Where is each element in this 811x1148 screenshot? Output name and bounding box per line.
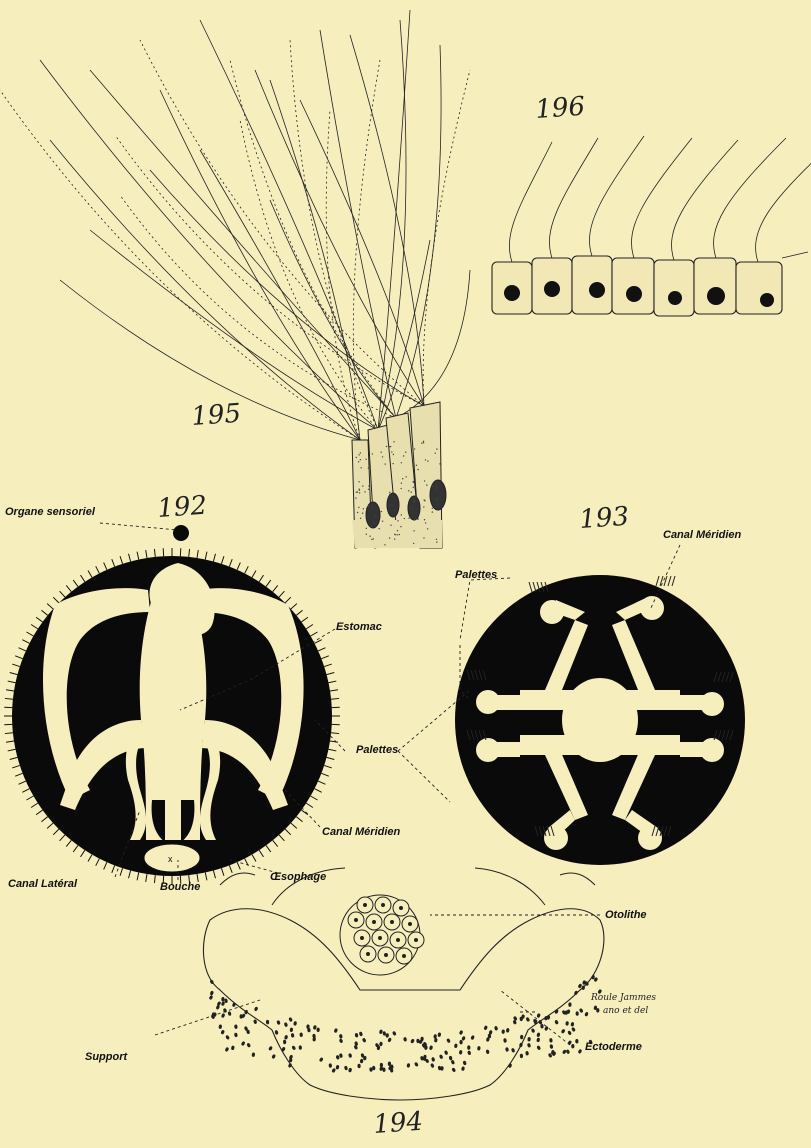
label-organe-sensoriel: Organe sensoriel — [5, 506, 96, 518]
label-support: Support — [85, 1051, 128, 1063]
fig194-number: 194 — [372, 1107, 424, 1140]
label-bouche: Bouche — [160, 881, 200, 893]
fig192-section: x — [4, 525, 340, 884]
fig196-epithelium — [492, 136, 811, 316]
label-canal-lateral: Canal Latéral — [8, 878, 78, 890]
fig193-number: 193 — [578, 502, 630, 535]
artist-signature-line1: Roule Jammes — [590, 993, 656, 1003]
fig193-section — [455, 575, 745, 865]
label-estomac: Estomac — [336, 621, 382, 633]
svg-text:x: x — [168, 854, 173, 864]
label-canal-meridien-192: Canal Méridien — [322, 826, 401, 838]
fig194-statocyst — [203, 868, 603, 1100]
label-canal-meridien-193: Canal Méridien — [663, 529, 742, 541]
fig195-cilia-cells — [0, 10, 470, 548]
fig192-number: 192 — [156, 491, 208, 524]
artist-signature-line2: ano et del — [603, 1006, 648, 1016]
label-ectoderme: Ectoderme — [585, 1041, 642, 1053]
fig195-number: 195 — [190, 399, 242, 432]
label-oesophage: Œsophage — [270, 871, 326, 883]
label-palettes-193: Palettes — [455, 569, 497, 581]
label-palettes-192: Palettes — [356, 744, 398, 756]
fig196-number: 196 — [534, 92, 586, 125]
label-otolithe: Otolithe — [605, 909, 647, 921]
